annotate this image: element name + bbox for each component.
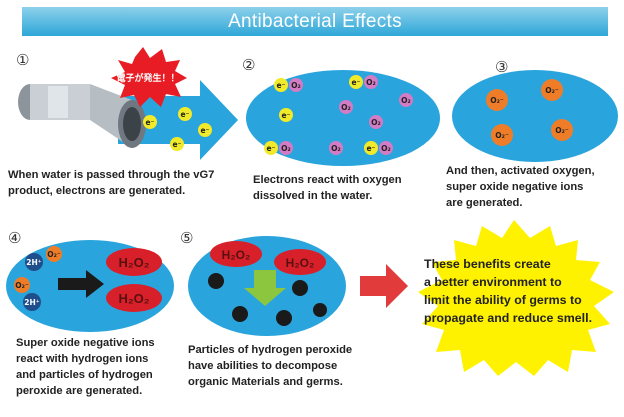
svg-text:O₂⁻: O₂⁻ [47, 250, 61, 259]
step-3-particles: O₂⁻ O₂⁻ O₂⁻ O₂⁻ [486, 79, 573, 146]
svg-text:e⁻: e⁻ [366, 144, 375, 153]
step-1-number: ① [16, 51, 30, 69]
germ-icons [208, 273, 327, 326]
svg-text:2H⁺: 2H⁺ [26, 258, 41, 267]
benefits-text: These benefits create a better environme… [424, 257, 593, 325]
svg-text:O₂: O₂ [371, 118, 381, 127]
svg-text:e⁻: e⁻ [276, 81, 285, 90]
flow-arrow [118, 80, 238, 160]
title-banner: Antibacterial Effects [22, 7, 608, 36]
svg-text:O₂: O₂ [291, 81, 301, 90]
step-4-number: ④ [8, 229, 22, 247]
burst-badge-icon [111, 47, 187, 107]
step-5-caption: Particles of hydrogen peroxide have abil… [188, 344, 353, 388]
vg7-pipe-icon [18, 84, 146, 148]
svg-text:O₂: O₂ [341, 103, 351, 112]
step-2-number: ② [242, 56, 256, 74]
svg-text:H₂O₂: H₂O₂ [118, 291, 149, 306]
step-2-particles: e⁻ O₂ e⁻ O₂ e⁻ O₂ O₂ O₂ e⁻ O₂ O₂ e⁻ O₂ [264, 75, 413, 155]
step-3-number: ③ [495, 58, 509, 76]
svg-text:2H⁺: 2H⁺ [24, 298, 39, 307]
svg-text:H₂O₂: H₂O₂ [286, 256, 315, 270]
benefits-burst-icon [418, 220, 614, 376]
step-5-particles: H₂O₂ H₂O₂ [208, 241, 327, 326]
result-arrow-icon [360, 264, 408, 308]
svg-text:O₂: O₂ [366, 78, 376, 87]
step-1-caption: When water is passed through the vG7 pro… [8, 169, 215, 197]
step-5-number: ⑤ [180, 229, 194, 247]
decompose-arrow-icon [244, 270, 286, 306]
reaction-arrow-icon [58, 270, 104, 298]
svg-text:e⁻: e⁻ [180, 110, 189, 119]
svg-text:O₂⁻: O₂⁻ [555, 126, 569, 135]
svg-text:e⁻: e⁻ [281, 111, 290, 120]
svg-text:e⁻: e⁻ [351, 78, 360, 87]
svg-text:e⁻: e⁻ [172, 140, 181, 149]
svg-text:O₂⁻: O₂⁻ [545, 86, 559, 95]
step-4-particles: 2H⁺ O₂⁻ O₂⁻ 2H⁺ H₂O₂ H₂O₂ [14, 246, 162, 312]
svg-text:O₂⁻: O₂⁻ [490, 96, 504, 105]
svg-text:O₂⁻: O₂⁻ [495, 131, 509, 140]
svg-text:e⁻: e⁻ [145, 118, 154, 127]
svg-text:H₂O₂: H₂O₂ [118, 255, 149, 270]
electron-generated-badge: 電子が発生！！ [116, 72, 179, 84]
step-4-caption: Super oxide negative ions react with hyd… [16, 337, 155, 397]
electron-particles: e⁻ e⁻ e⁻ e⁻ [143, 107, 212, 151]
svg-text:O₂: O₂ [381, 144, 391, 153]
page-title: Antibacterial Effects [228, 10, 402, 32]
step-3-blob [452, 70, 618, 162]
svg-text:O₂: O₂ [331, 144, 341, 153]
svg-text:O₂: O₂ [281, 144, 291, 153]
step-3-caption: And then, activated oxygen, super oxide … [446, 165, 595, 209]
svg-text:O₂⁻: O₂⁻ [15, 281, 29, 290]
svg-text:H₂O₂: H₂O₂ [222, 248, 251, 262]
step-1-illustration: 電子が発生！！ e⁻ e⁻ e⁻ e⁻ [18, 47, 238, 160]
svg-text:e⁻: e⁻ [266, 144, 275, 153]
svg-text:e⁻: e⁻ [200, 126, 209, 135]
svg-text:O₂: O₂ [401, 96, 411, 105]
step-2-caption: Electrons react with oxygen dissolved in… [253, 174, 402, 202]
